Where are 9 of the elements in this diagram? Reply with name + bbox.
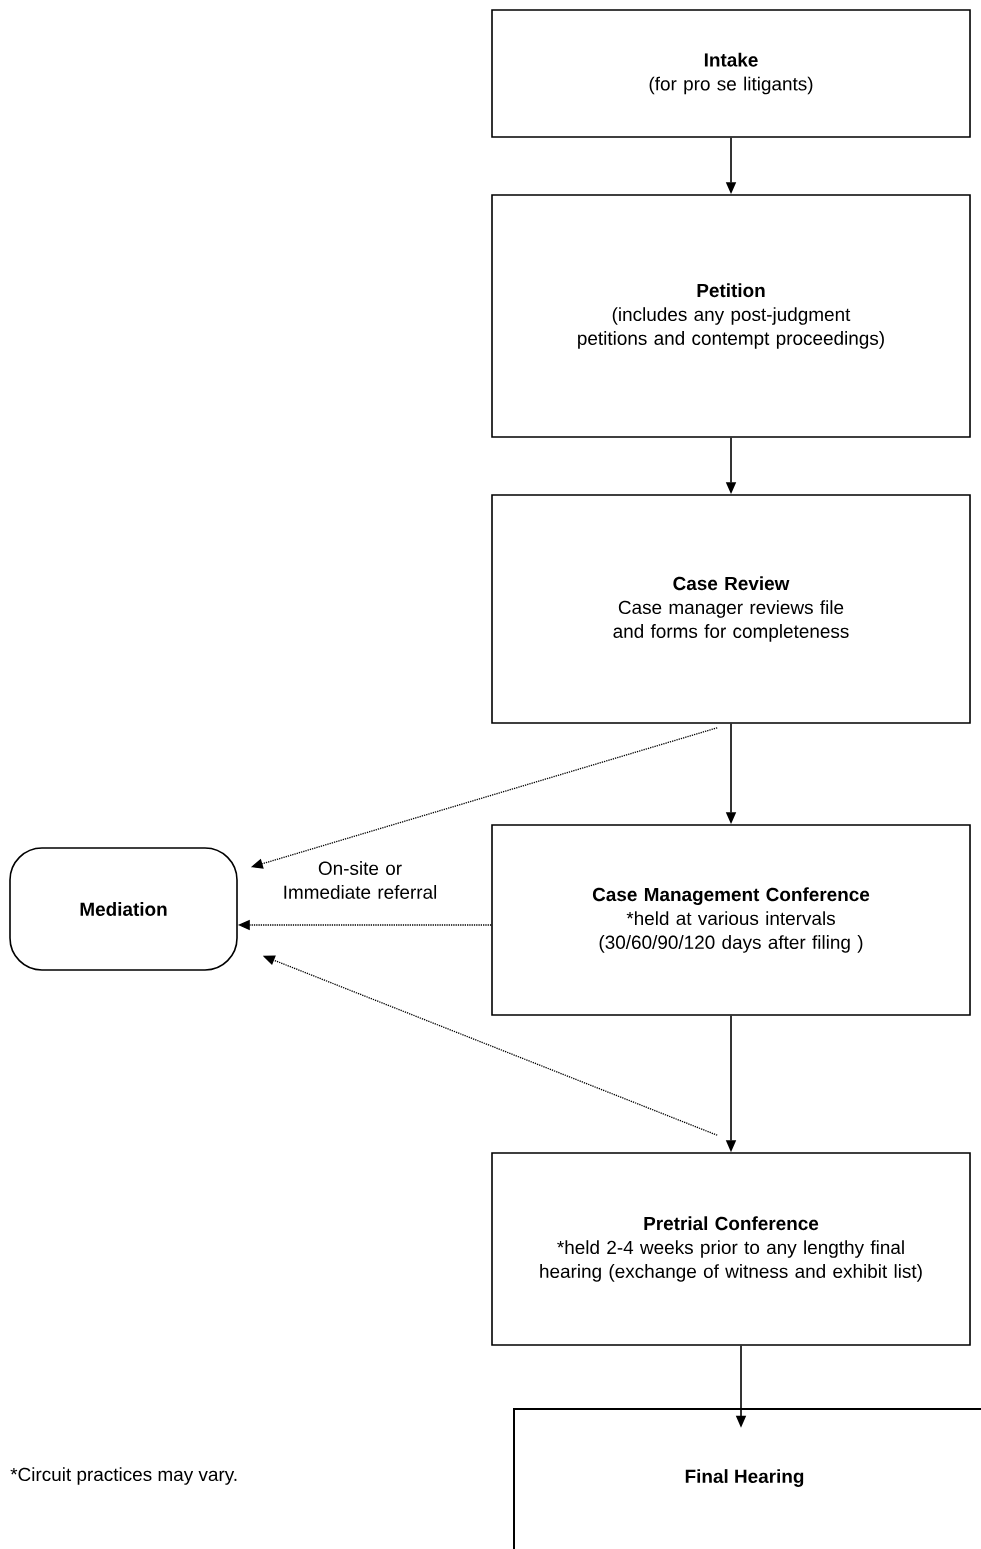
process-box: Pretrial Conference *held 2-4 weeks prior to any lengthy final hearing (exchange of witness and exhibit list) (491, 1152, 971, 1346)
mediation-box: Mediation (9, 847, 238, 971)
process-box: Petition (includes any post-judgment petitions and contempt proceedings) (491, 194, 971, 438)
edge-label: On-site or Immediate referral (284, 861, 437, 899)
process-box: Final Hearing (513, 1408, 981, 1549)
process-box: Case Review Case manager reviews file and forms for completeness (491, 494, 971, 724)
process-box: Intake (for pro se litigants) (491, 9, 971, 138)
process-box: Case Management Conference *held at various intervals (30/60/90/120 days after filing ) (491, 824, 971, 1016)
footnote: *Circuit practices may vary. (10, 1467, 237, 1485)
